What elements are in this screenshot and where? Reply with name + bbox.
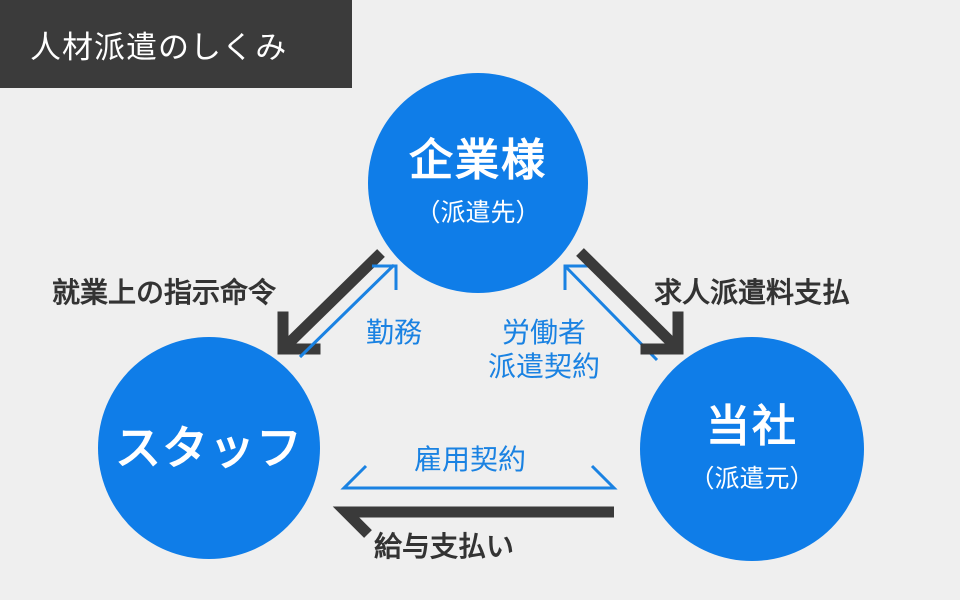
label-labor: 勤務 [366, 316, 423, 349]
label-dispatch-fee: 求人派遣料支払 [654, 276, 851, 309]
arrow-dispatch-fee [576, 248, 684, 355]
arrow-salary-payment [332, 506, 614, 538]
arrow-work-instruction [277, 249, 385, 355]
node-company: 当社 （派遣元） [640, 337, 864, 561]
label-employment-contract: 雇用契約 [414, 443, 527, 476]
node-staff: スタッフ [98, 337, 320, 559]
arrow-labor [298, 263, 398, 359]
node-company-sub: （派遣元） [689, 464, 815, 494]
node-client: 企業様 （派遣先） [368, 73, 588, 293]
node-client-sub: （派遣先） [415, 198, 541, 228]
diagram-title: 人材派遣のしくみ [0, 0, 352, 88]
label-work-instruction: 就業上の指示命令 [52, 276, 277, 309]
node-company-name: 当社 [706, 400, 798, 452]
label-salary-payment: 給与支払い [374, 530, 515, 563]
label-dispatch-contract-line1: 労働者 [502, 316, 587, 349]
label-dispatch-contract-line2: 派遣契約 [488, 350, 601, 383]
node-client-name: 企業様 [409, 134, 547, 186]
arrow-employment-contract [340, 464, 618, 490]
node-staff-name: スタッフ [115, 420, 303, 475]
